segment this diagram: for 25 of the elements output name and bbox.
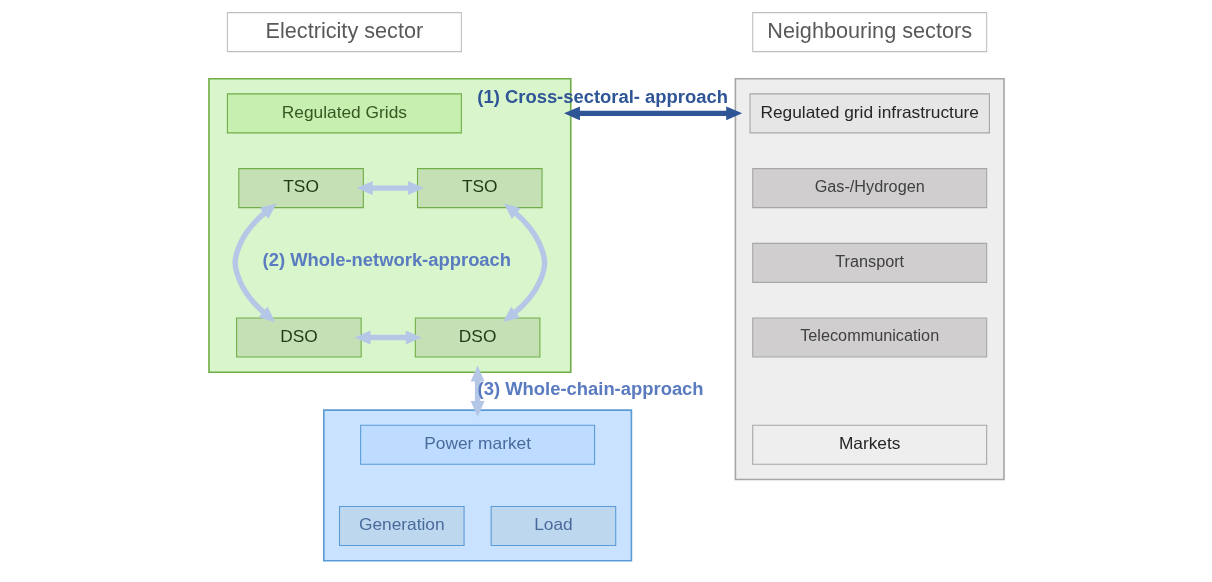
node-box: Transport	[751, 242, 987, 283]
node-box: Generation	[338, 506, 465, 547]
node-box: Electricity sector	[226, 12, 462, 53]
arrow	[356, 181, 424, 196]
arrow	[232, 203, 276, 323]
node-box: Regulated Grids	[226, 93, 462, 134]
arrow	[470, 365, 485, 417]
node-box: Regulated grid infrastructure	[748, 93, 990, 134]
node-box: DSO	[414, 317, 540, 358]
label: (2) Whole-network-approach	[262, 249, 511, 271]
edge-label: (3) Whole-chain-approach	[477, 377, 704, 399]
node-box: Neighbouring sectors	[751, 12, 987, 53]
arrow	[563, 106, 742, 121]
node-box: DSO	[235, 317, 362, 358]
node-box: Load	[490, 506, 616, 547]
node-box: Telecommunication	[751, 317, 987, 358]
node-box: Markets	[751, 424, 987, 465]
node-box: TSO	[416, 168, 543, 209]
node-box: Gas-/Hydrogen	[751, 168, 987, 209]
arrow	[354, 330, 422, 345]
node-box: TSO	[237, 168, 364, 209]
node-box: Power market	[359, 424, 595, 465]
cluster	[322, 409, 632, 562]
cluster	[734, 77, 1005, 481]
arrow	[502, 203, 547, 323]
